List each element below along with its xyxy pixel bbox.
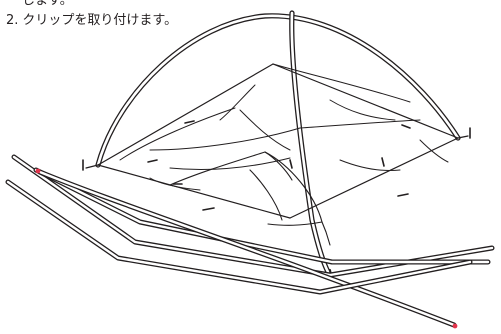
tent-walls	[119, 63, 449, 191]
dome-pole-center	[289, 10, 334, 280]
dome-pole-arch	[95, 13, 461, 168]
step-text: クリップを取り付けます。	[22, 13, 178, 28]
pole-tip-red-right	[452, 323, 458, 329]
clips	[147, 120, 411, 211]
instructions: します。 2.クリップを取り付けます。	[0, 0, 501, 40]
tent-door	[169, 151, 331, 246]
step-number: 2.	[6, 13, 19, 28]
step-2: 2.クリップを取り付けます。	[6, 13, 177, 29]
loose-pole-3	[37, 169, 457, 328]
corner-stakes	[82, 127, 471, 171]
tent-floor	[85, 63, 469, 219]
pole-tip-red-left	[35, 168, 41, 174]
loose-pole-1	[11, 154, 495, 278]
previous-step-tail: します。	[22, 0, 73, 8]
loose-pole-4	[5, 179, 473, 295]
